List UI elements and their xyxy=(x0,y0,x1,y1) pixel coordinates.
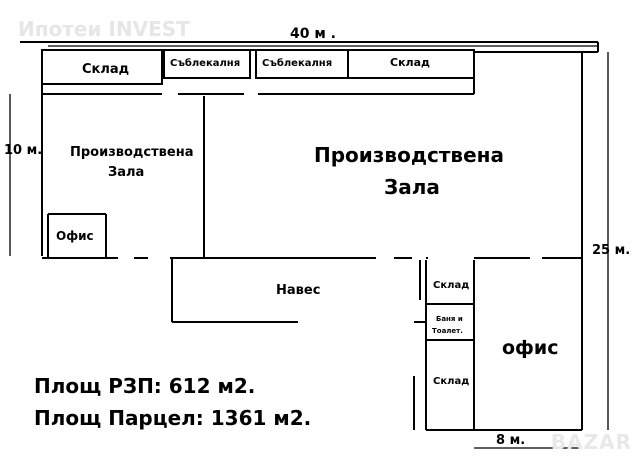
room-production-main-line1: Производствена xyxy=(314,143,504,167)
room-sableklanya-2: Съблекалня xyxy=(262,57,332,69)
right-height-dimension: 25 м. xyxy=(592,243,630,258)
room-navess: Навес xyxy=(276,283,320,298)
walls xyxy=(20,41,599,431)
watermark: Ипотеи INVEST xyxy=(18,17,190,41)
room-production-left-line2: Зала xyxy=(108,165,144,180)
area-rzp: Площ РЗП: 612 м2. xyxy=(34,374,256,398)
room-office-right: офис xyxy=(502,337,558,359)
room-bath-line2: Тоалет. xyxy=(432,327,463,335)
room-sklad-right-2: Склад xyxy=(433,376,469,387)
room-office-small: Офис xyxy=(56,229,94,243)
room-sableklanya-1: Съблекалня xyxy=(170,57,240,69)
room-sklad-right-1: Склад xyxy=(433,280,469,291)
room-production-left-line1: Производствена xyxy=(70,145,193,160)
left-height-dimension: 10 м. xyxy=(4,143,42,158)
bottom-width-dimension: 8 м. xyxy=(496,433,525,448)
room-bath-line1: Баня и xyxy=(436,315,463,323)
width-dimension: 40 м . xyxy=(290,26,336,42)
area-parcel: Площ Парцел: 1361 м2. xyxy=(34,406,312,430)
room-production-main-line2: Зала xyxy=(384,175,440,199)
room-sklad-top-left: Склад xyxy=(82,62,129,77)
bazar-logo: BAZAR xyxy=(550,430,632,454)
room-sklad-top-right: Склад xyxy=(390,56,430,69)
dimension-lines xyxy=(9,45,609,449)
